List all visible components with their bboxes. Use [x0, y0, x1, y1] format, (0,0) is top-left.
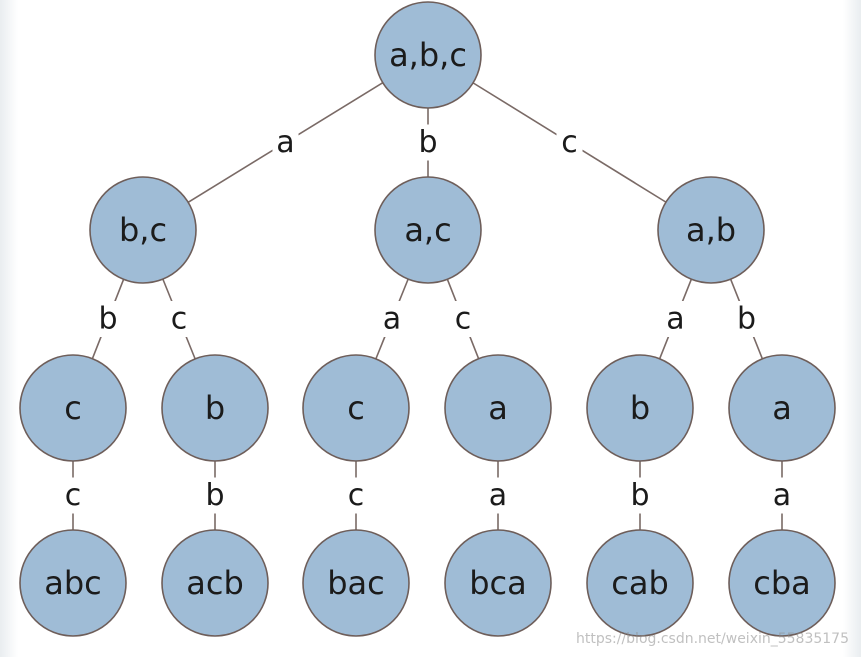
tree-node-l2-3: c — [302, 354, 410, 462]
node-label: b,c — [119, 211, 167, 249]
node-label: bac — [327, 564, 385, 602]
edge-label-background — [60, 477, 86, 514]
edge-l1-a-l2-1: b — [91, 279, 125, 359]
edge-l2-2-leaf-2: b — [202, 461, 228, 530]
edge-l2-5-leaf-5: b — [627, 461, 653, 530]
node-label: bca — [469, 564, 527, 602]
tree-node-leaf-1: abc — [19, 529, 127, 637]
node-label: cba — [753, 564, 811, 602]
node-label: a — [772, 389, 792, 427]
node-circle — [374, 1, 482, 109]
node-circle — [728, 354, 836, 462]
edge-label-background — [556, 124, 583, 161]
edge-l2-6-leaf-6: a — [769, 461, 795, 530]
edge-label: c — [171, 302, 188, 337]
tree-node-leaf-4: bca — [444, 529, 552, 637]
tree-node-l1-c: a,b — [657, 176, 765, 284]
node-circle — [444, 354, 552, 462]
node-label: acb — [186, 564, 244, 602]
node-label: abc — [44, 564, 102, 602]
tree-node-l1-a: b,c — [89, 176, 197, 284]
edge-label-background — [627, 477, 653, 514]
node-label: c — [64, 389, 82, 427]
node-circle — [586, 529, 694, 637]
edge-root-l1-a: a — [187, 82, 384, 203]
node-label: c — [347, 389, 365, 427]
node-circle — [19, 354, 127, 462]
edge-label-background — [733, 301, 760, 337]
tree-node-root: a,b,c — [374, 1, 482, 109]
node-label: b — [205, 389, 225, 427]
edges-layer: a b c b c a c a b c b c a b a — [60, 82, 795, 530]
edge-label: b — [418, 125, 437, 160]
node-label: cab — [611, 564, 669, 602]
tree-node-l2-6: a — [728, 354, 836, 462]
edge-l1-b-l2-4: c — [446, 279, 480, 359]
edge-label: a — [383, 302, 401, 337]
edge-l2-1-leaf-1: c — [60, 461, 86, 530]
edge-label: b — [98, 302, 117, 337]
tree-node-leaf-6: cba — [728, 529, 836, 637]
edge-label: b — [630, 478, 649, 513]
edge-l2-3-leaf-3: c — [343, 461, 369, 530]
node-label: a,b — [686, 211, 736, 249]
tree-node-leaf-2: acb — [161, 529, 269, 637]
edge-l2-4-leaf-4: a — [485, 461, 511, 530]
node-circle — [161, 354, 269, 462]
edge-l1-c-l2-5: a — [658, 278, 693, 360]
edge-l1-a-l2-2: c — [162, 278, 196, 360]
node-circle — [657, 176, 765, 284]
edge-root-l1-c: c — [472, 82, 667, 203]
edge-l1-c-l2-6: b — [729, 278, 764, 360]
tree-node-l2-2: b — [161, 354, 269, 462]
node-label: a,c — [404, 211, 451, 249]
edge-label: c — [455, 302, 472, 337]
edge-label: a — [666, 302, 684, 337]
edge-label: c — [65, 478, 82, 513]
tree-node-l2-4: a — [444, 354, 552, 462]
node-label: b — [630, 389, 650, 427]
watermark-text: https://blog.csdn.net/weixin_55835175 — [575, 631, 849, 647]
tree-node-leaf-5: cab — [586, 529, 694, 637]
edge-l1-b-l2-3: a — [375, 278, 409, 360]
node-label: a,b,c — [389, 36, 467, 74]
edge-label-background — [769, 477, 795, 514]
edge-label-background — [415, 124, 441, 161]
edge-label-background — [95, 301, 121, 337]
edge-label-background — [343, 477, 369, 514]
node-circle — [302, 354, 410, 462]
edge-label: a — [489, 478, 507, 513]
node-circle — [444, 529, 552, 637]
edge-label: a — [276, 125, 294, 160]
node-circle — [89, 176, 197, 284]
edge-label-background — [662, 301, 689, 337]
edge-label-background — [379, 301, 405, 337]
edge-label: b — [205, 478, 224, 513]
node-circle — [374, 176, 482, 284]
edge-label-background — [202, 477, 228, 514]
tree-node-leaf-3: bac — [302, 529, 410, 637]
node-circle — [302, 529, 410, 637]
edge-label: b — [737, 302, 756, 337]
edge-label: c — [348, 478, 365, 513]
edge-label: a — [773, 478, 791, 513]
tree-node-l1-b: a,c — [374, 176, 482, 284]
node-label: a — [488, 389, 508, 427]
node-circle — [161, 529, 269, 637]
tree-node-l2-1: c — [19, 354, 127, 462]
tree-node-l2-5: b — [586, 354, 694, 462]
edge-label-background — [166, 301, 192, 337]
node-circle — [728, 529, 836, 637]
edge-root-l1-b: b — [415, 108, 441, 177]
edge-label-background — [272, 124, 299, 161]
node-circle — [586, 354, 694, 462]
edge-label: c — [561, 125, 578, 160]
edge-label-background — [485, 477, 511, 514]
node-circle — [19, 529, 127, 637]
edge-label-background — [450, 301, 476, 337]
